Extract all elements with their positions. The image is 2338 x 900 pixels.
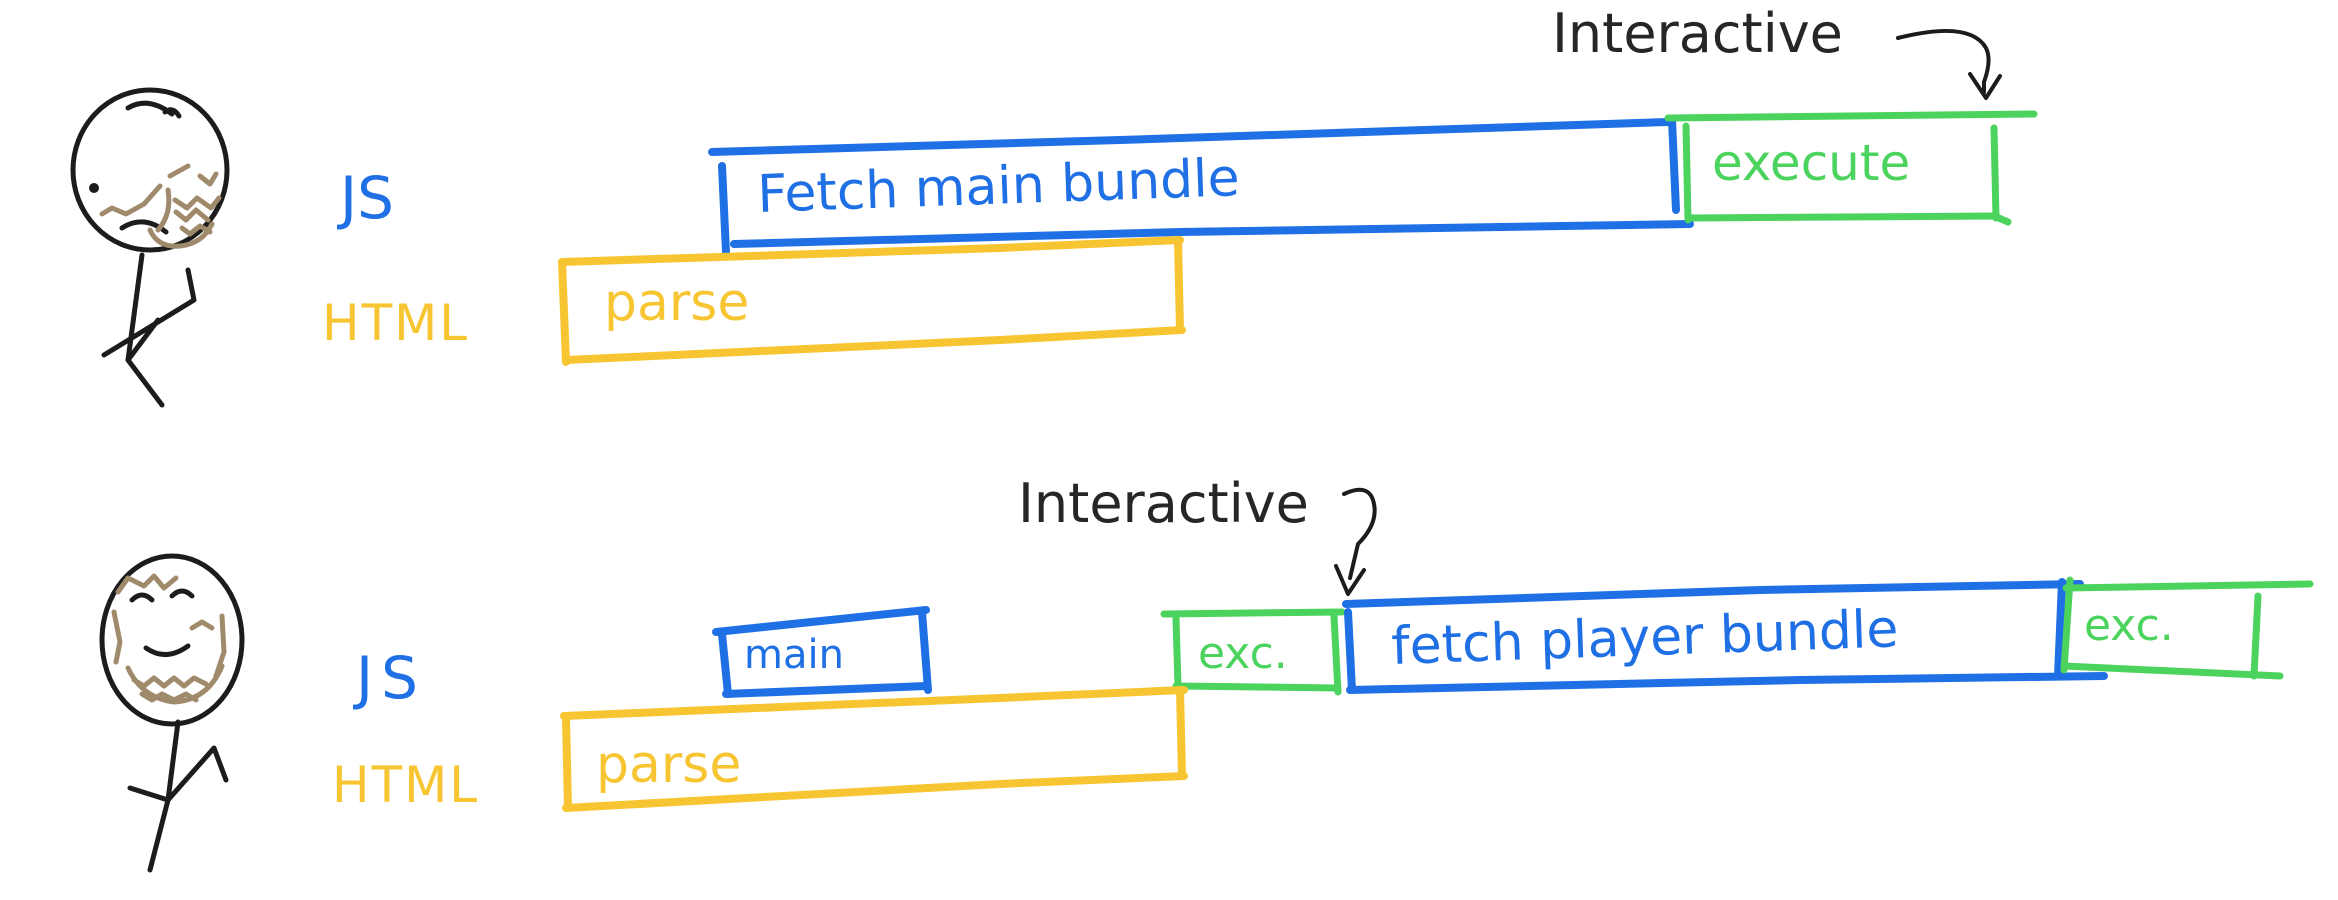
- top-js-row-label: JS: [337, 164, 394, 232]
- exc-label-2: exc.: [2084, 600, 2174, 651]
- bottom-scenario: JS HTML main exc. fetch player bundle: [99, 472, 2314, 873]
- top-scenario: JS HTML Fetch main bundle execute parse …: [70, 2, 2038, 408]
- fetch-main-bundle-bar: [708, 116, 1694, 256]
- top-html-row-label: HTML: [322, 294, 469, 352]
- main-bar: [712, 606, 932, 698]
- smiling-person-icon: [99, 553, 245, 873]
- main-label: main: [744, 632, 844, 678]
- bottom-html-row-label: HTML: [332, 756, 479, 814]
- bottom-interactive-label: Interactive: [1018, 472, 1309, 535]
- execute-label: execute: [1712, 134, 1910, 192]
- beard-shading: [99, 163, 222, 249]
- top-parse-bar: [558, 236, 1186, 366]
- bottom-parse-label: parse: [596, 735, 741, 795]
- fetch-player-bundle-bar: [1342, 578, 2108, 694]
- bottom-js-row-label: JS: [353, 644, 426, 712]
- bottom-parse-bar: [560, 686, 1188, 812]
- exc-bar-2: [2060, 576, 2314, 680]
- execute-bar: [1664, 110, 2038, 226]
- top-interactive-label: Interactive: [1552, 2, 1843, 65]
- bottom-interactive-arrow-icon: [1334, 487, 1377, 596]
- fetch-main-bundle-label: Fetch main bundle: [756, 148, 1240, 225]
- top-parse-label: parse: [604, 273, 749, 333]
- top-interactive-arrow-icon: [1896, 28, 2002, 100]
- exc-label-1: exc.: [1198, 628, 1288, 679]
- exc-bar-1: [1160, 608, 1346, 696]
- fetch-player-bundle-label: fetch player bundle: [1390, 599, 1899, 677]
- frowning-person-icon: [70, 87, 230, 408]
- beard-shading: [111, 573, 227, 705]
